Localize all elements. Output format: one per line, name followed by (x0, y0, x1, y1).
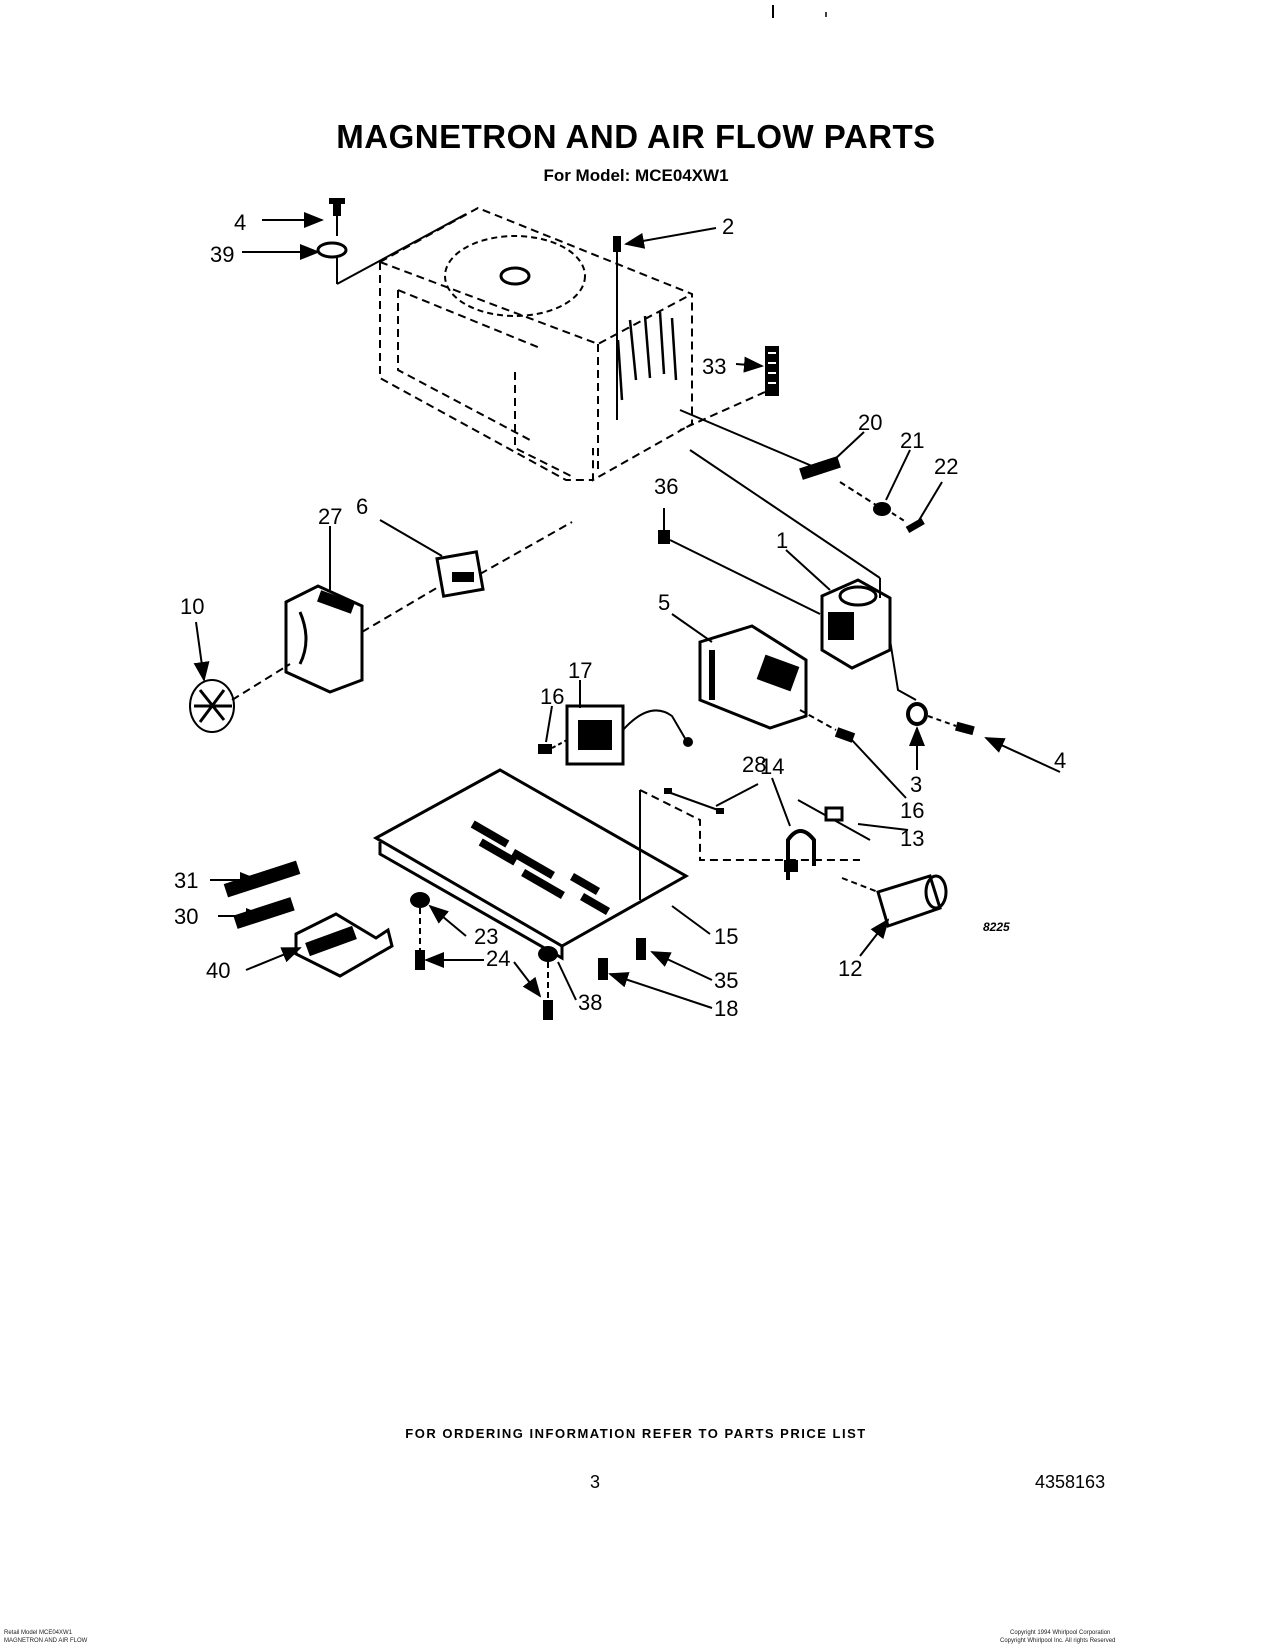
model-subtitle: For Model: MCE04XW1 (543, 166, 729, 185)
screw-part-16-icon (538, 739, 568, 754)
diagram-code: 8225 (983, 920, 1010, 934)
choke-part-33-icon (679, 346, 779, 431)
screw-part-18-icon (598, 958, 608, 980)
callout-label: 28 (742, 752, 766, 777)
screw-part-24-icon (415, 950, 425, 970)
callout-label: 21 (900, 428, 924, 453)
control-panel-hatch (616, 311, 678, 401)
callout-label: 14 (760, 754, 784, 779)
callout-label: 1 (776, 528, 788, 553)
callout-label: 15 (714, 924, 738, 949)
callout-labels: 4 39 2 33 20 21 22 36 1 27 6 10 5 17 16 … (174, 210, 1066, 1021)
transformer-part-17-icon (565, 704, 693, 766)
callout-label: 4 (234, 210, 246, 235)
callout-label: 24 (486, 946, 510, 971)
thermal-cutout-part-39-icon (316, 213, 467, 285)
callout-label: 40 (206, 958, 230, 983)
air-guide-part-5-icon (698, 624, 808, 730)
callout-label: 31 (174, 868, 198, 893)
bracket-part-20-icon (679, 409, 841, 480)
callout-label: 16 (540, 684, 564, 709)
turntable-motor-plate (444, 235, 586, 317)
magnetron-part-1-icon (689, 449, 917, 701)
footer-left-line2: MAGNETRON AND AIR FLOW (4, 1638, 88, 1644)
screw-part-4-icon (329, 198, 345, 236)
document-number: 4358163 (1035, 1472, 1106, 1492)
callout-label: 23 (474, 924, 498, 949)
callout-label: 13 (900, 826, 924, 851)
callout-label: 18 (714, 996, 738, 1021)
callout-label: 6 (356, 494, 368, 519)
callout-label: 3 (910, 772, 922, 797)
callout-label: 38 (578, 990, 602, 1015)
bracket-part-14-icon (784, 829, 816, 880)
capacitor-part-12-icon (841, 874, 948, 928)
page-title: MAGNETRON AND AIR FLOW PARTS (336, 118, 936, 155)
base-plate-part-15-icon (372, 768, 860, 961)
callout-label: 22 (934, 454, 958, 479)
footer-left-line1: Retail Model MCE04XW1 (4, 1630, 73, 1636)
ordering-note: FOR ORDERING INFORMATION REFER TO PARTS … (405, 1426, 867, 1441)
gasket-part-3-icon (906, 702, 928, 726)
nut-part-21-icon (839, 481, 891, 516)
fan-blade-part-10-icon (189, 663, 291, 733)
thermal-protector-part-6-icon (435, 521, 573, 598)
callout-label: 4 (1054, 748, 1066, 773)
callout-label: 33 (702, 354, 726, 379)
diode-part-13-icon (797, 799, 871, 841)
foot-part-38-icon (538, 946, 558, 1020)
leader-lines (193, 212, 1061, 1009)
fan-housing-part-27-icon (284, 584, 441, 694)
filter-part-31-icon (223, 860, 301, 898)
callout-label: 17 (568, 658, 592, 683)
duct-part-40-icon (294, 912, 394, 978)
callout-label: 36 (654, 474, 678, 499)
foot-part-23-icon (410, 892, 430, 952)
screw-part-2-icon (613, 236, 621, 420)
screw-part-36-icon (658, 530, 821, 615)
callout-label: 12 (838, 956, 862, 981)
wire-part-28-icon (664, 788, 724, 814)
callout-label: 10 (180, 594, 204, 619)
callout-label: 2 (722, 214, 734, 239)
callout-label: 16 (900, 798, 924, 823)
callout-label: 5 (658, 590, 670, 615)
callout-label: 35 (714, 968, 738, 993)
footer-right-line2: Copyright Whirlpool Inc. All rights Rese… (1000, 1638, 1116, 1644)
callout-label: 30 (174, 904, 198, 929)
screw-part-4b-icon (927, 715, 975, 736)
callout-label: 39 (210, 242, 234, 267)
callout-label: 20 (858, 410, 882, 435)
footer-right-line1: Copyright 1994 Whirlpool Corporation (1010, 1630, 1111, 1636)
filter-part-30-icon (233, 897, 295, 929)
oven-cavity-outline (379, 206, 693, 482)
screw-part-35-icon (636, 938, 646, 960)
screw-part-16b-icon (799, 709, 856, 743)
page-number: 3 (590, 1472, 601, 1492)
screw-part-22-icon (891, 512, 925, 533)
callout-label: 27 (318, 504, 342, 529)
